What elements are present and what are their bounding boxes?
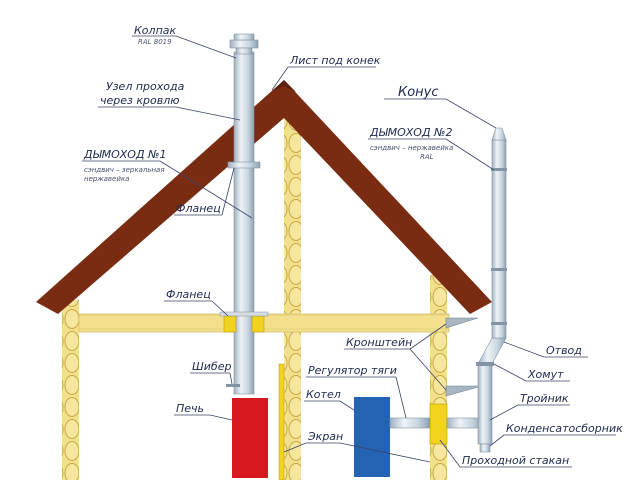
heat-screen <box>278 363 285 480</box>
label-ekran: Экран <box>283 430 431 463</box>
svg-text:RAL 8019: RAL 8019 <box>138 38 172 46</box>
bracket-lower <box>445 385 483 397</box>
svg-text:Отвод: Отвод <box>546 344 582 357</box>
svg-text:Кронштейн: Кронштейн <box>346 336 412 349</box>
label-uzel: Узел прохода через кровлю <box>98 80 241 121</box>
label-troynik: Тройник <box>489 392 570 421</box>
chimney-2-ring-2 <box>491 268 507 271</box>
label-kondensatosbornik: Конденсатосборник <box>489 422 623 447</box>
label-kolpak: Колпак RAL 8019 <box>132 24 237 59</box>
condensate-collector <box>479 443 491 453</box>
svg-text:RAL: RAL <box>420 153 434 161</box>
chimney-2-lower <box>477 363 493 445</box>
label-kotel: Котел <box>304 388 355 411</box>
label-list-pod-konek: Лист под конек <box>271 54 381 91</box>
label-flanets-mid: Фланец <box>164 288 229 317</box>
roof-ridge-sheet <box>272 80 296 92</box>
label-kronshteyn: Кронштейн <box>344 323 447 391</box>
svg-text:Конденсатосборник: Конденсатосборник <box>506 422 623 435</box>
svg-text:Конус: Конус <box>398 85 439 100</box>
clamp <box>476 362 494 366</box>
svg-text:через кровлю: через кровлю <box>100 94 180 107</box>
label-shiber: Шибер <box>190 360 233 385</box>
label-pech: Печь <box>174 402 233 421</box>
bracket-upper <box>445 317 479 329</box>
draft-regulator <box>389 417 431 429</box>
right-wall <box>430 275 447 480</box>
svg-text:Лист под конек: Лист под конек <box>289 54 381 67</box>
svg-text:ДЫМОХОД №2: ДЫМОХОД №2 <box>369 126 452 139</box>
svg-text:Котел: Котел <box>306 388 341 401</box>
chimney-2-cone <box>491 127 507 141</box>
label-prohodnoy: Проходной стакан <box>439 439 572 468</box>
chimney-1-pipe <box>233 51 255 395</box>
boiler <box>354 397 390 477</box>
label-homut: Хомут <box>493 363 570 382</box>
svg-text:сэндвич – зеркальная: сэндвич – зеркальная <box>84 166 165 174</box>
middle-wall <box>284 110 301 480</box>
svg-text:Фланец: Фланец <box>176 202 221 215</box>
roof <box>36 80 492 314</box>
chimney-cap <box>229 39 259 49</box>
svg-text:Регулятор тяги: Регулятор тяги <box>308 364 397 377</box>
svg-text:Печь: Печь <box>176 402 204 415</box>
svg-text:нержавейка: нержавейка <box>84 175 129 183</box>
svg-text:Шибер: Шибер <box>192 360 231 373</box>
svg-text:Хомут: Хомут <box>527 368 564 381</box>
label-otvod: Отвод <box>503 341 588 358</box>
svg-text:Колпак: Колпак <box>134 24 177 37</box>
label-regulyator: Регулятор тяги <box>306 364 407 419</box>
ceiling-flange-right <box>251 315 265 333</box>
svg-text:сэндвич – нержавейка: сэндвич – нержавейка <box>370 144 453 152</box>
label-dymohod-2: ДЫМОХОД №2 сэндвич – нержавейка RAL <box>368 126 495 171</box>
stove <box>232 398 268 478</box>
label-konus: Конус <box>384 85 497 129</box>
left-wall <box>62 300 79 480</box>
ceiling-flange-plate <box>219 311 269 317</box>
svg-text:Тройник: Тройник <box>520 392 569 405</box>
label-flanets-top: Фланец <box>174 167 235 216</box>
svg-text:Экран: Экран <box>307 430 343 443</box>
svg-text:Фланец: Фланец <box>166 288 211 301</box>
chimney-cap-neck <box>235 47 253 55</box>
damper <box>226 384 240 387</box>
outside-link-pipe <box>446 417 484 429</box>
pass-through-sleeve <box>429 403 448 445</box>
chimney-cap-top <box>233 33 255 41</box>
svg-text:ДЫМОХОД №1: ДЫМОХОД №1 <box>83 148 166 161</box>
svg-text:Узел прохода: Узел прохода <box>106 80 185 93</box>
ceiling-flange-left <box>223 315 237 333</box>
roof-pass-collar <box>227 161 261 169</box>
chimney-2-ring-3 <box>491 322 507 325</box>
svg-text:Проходной стакан: Проходной стакан <box>462 454 569 467</box>
chimney-2-elbow <box>477 337 507 365</box>
label-dymohod-1: ДЫМОХОД №1 сэндвич – зеркальная нержавей… <box>82 148 253 219</box>
chimney-2-ring-1 <box>491 168 507 171</box>
